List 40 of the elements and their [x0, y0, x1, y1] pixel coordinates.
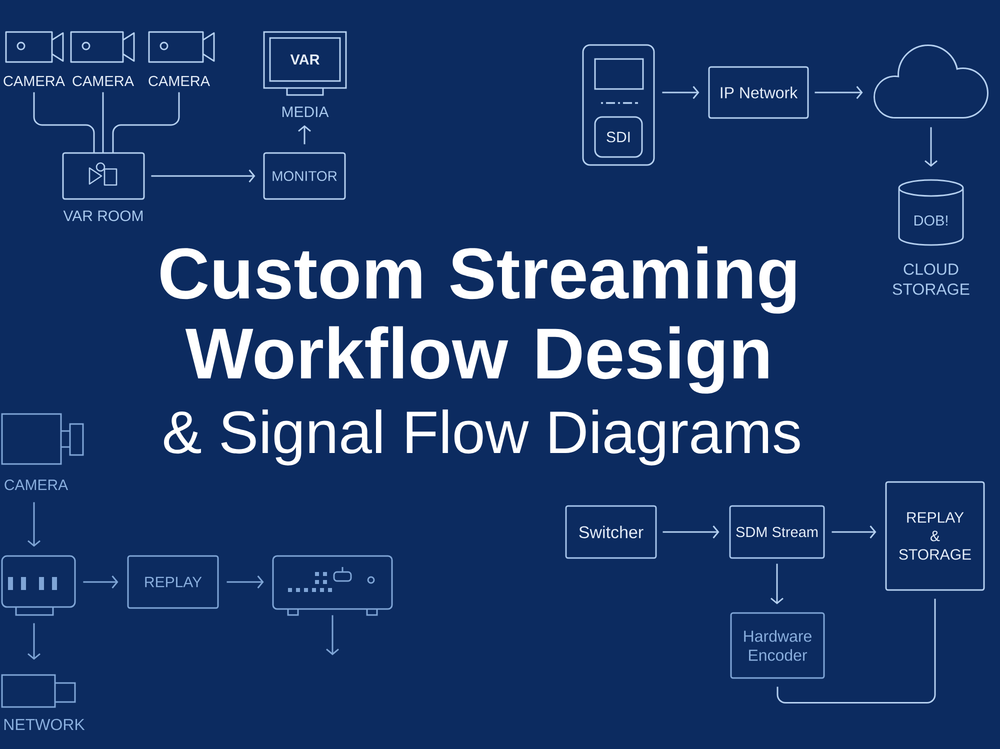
monitor-screen: VAR	[263, 31, 347, 96]
storage-cylinder: DOB!	[898, 179, 964, 246]
rack-unit-drawing	[272, 555, 393, 616]
arrow	[298, 125, 311, 144]
box-caption: VAR ROOM	[63, 210, 143, 222]
process-box: IP Network	[708, 66, 809, 119]
arrow	[770, 564, 784, 604]
arrow	[28, 623, 40, 660]
arrow	[226, 576, 264, 588]
arrow	[28, 502, 40, 547]
camera-label: CAMERA	[4, 480, 68, 490]
connector-line	[33, 92, 95, 153]
process-box: MONITOR	[263, 152, 346, 200]
process-box: Switcher	[565, 505, 657, 559]
subtitle: & Signal Flow Diagrams	[164, 410, 800, 466]
screen-caption: MEDIA	[282, 106, 329, 117]
cylinder-caption: CLOUD STORAGE	[892, 264, 970, 295]
icon-caption: NETWORK	[4, 718, 85, 730]
arrow	[814, 86, 863, 99]
camera-label: CAMERA	[148, 76, 210, 86]
arrow	[662, 526, 720, 538]
process-box: SDM Stream	[729, 505, 825, 559]
sdi-button: SDI	[594, 116, 643, 158]
arrow	[924, 127, 938, 167]
camera-label: CAMERA	[4, 76, 65, 86]
connector-line	[112, 92, 180, 153]
arrow	[832, 526, 876, 538]
process-box: REPLAY	[127, 555, 219, 609]
title: Custom Streaming Workflow Design	[160, 246, 796, 394]
connector-line	[776, 598, 936, 704]
arrow	[662, 86, 700, 99]
connector-line	[102, 92, 104, 153]
arrow	[83, 576, 118, 588]
camera-label: CAMERA	[72, 76, 134, 86]
process-box: REPLAY & STORAGE	[885, 481, 985, 591]
arrow	[151, 170, 256, 182]
process-box: Hardware Encoder	[730, 612, 825, 679]
device-drawing	[1, 555, 76, 616]
device-drawing	[582, 44, 655, 166]
arrow	[326, 615, 339, 656]
